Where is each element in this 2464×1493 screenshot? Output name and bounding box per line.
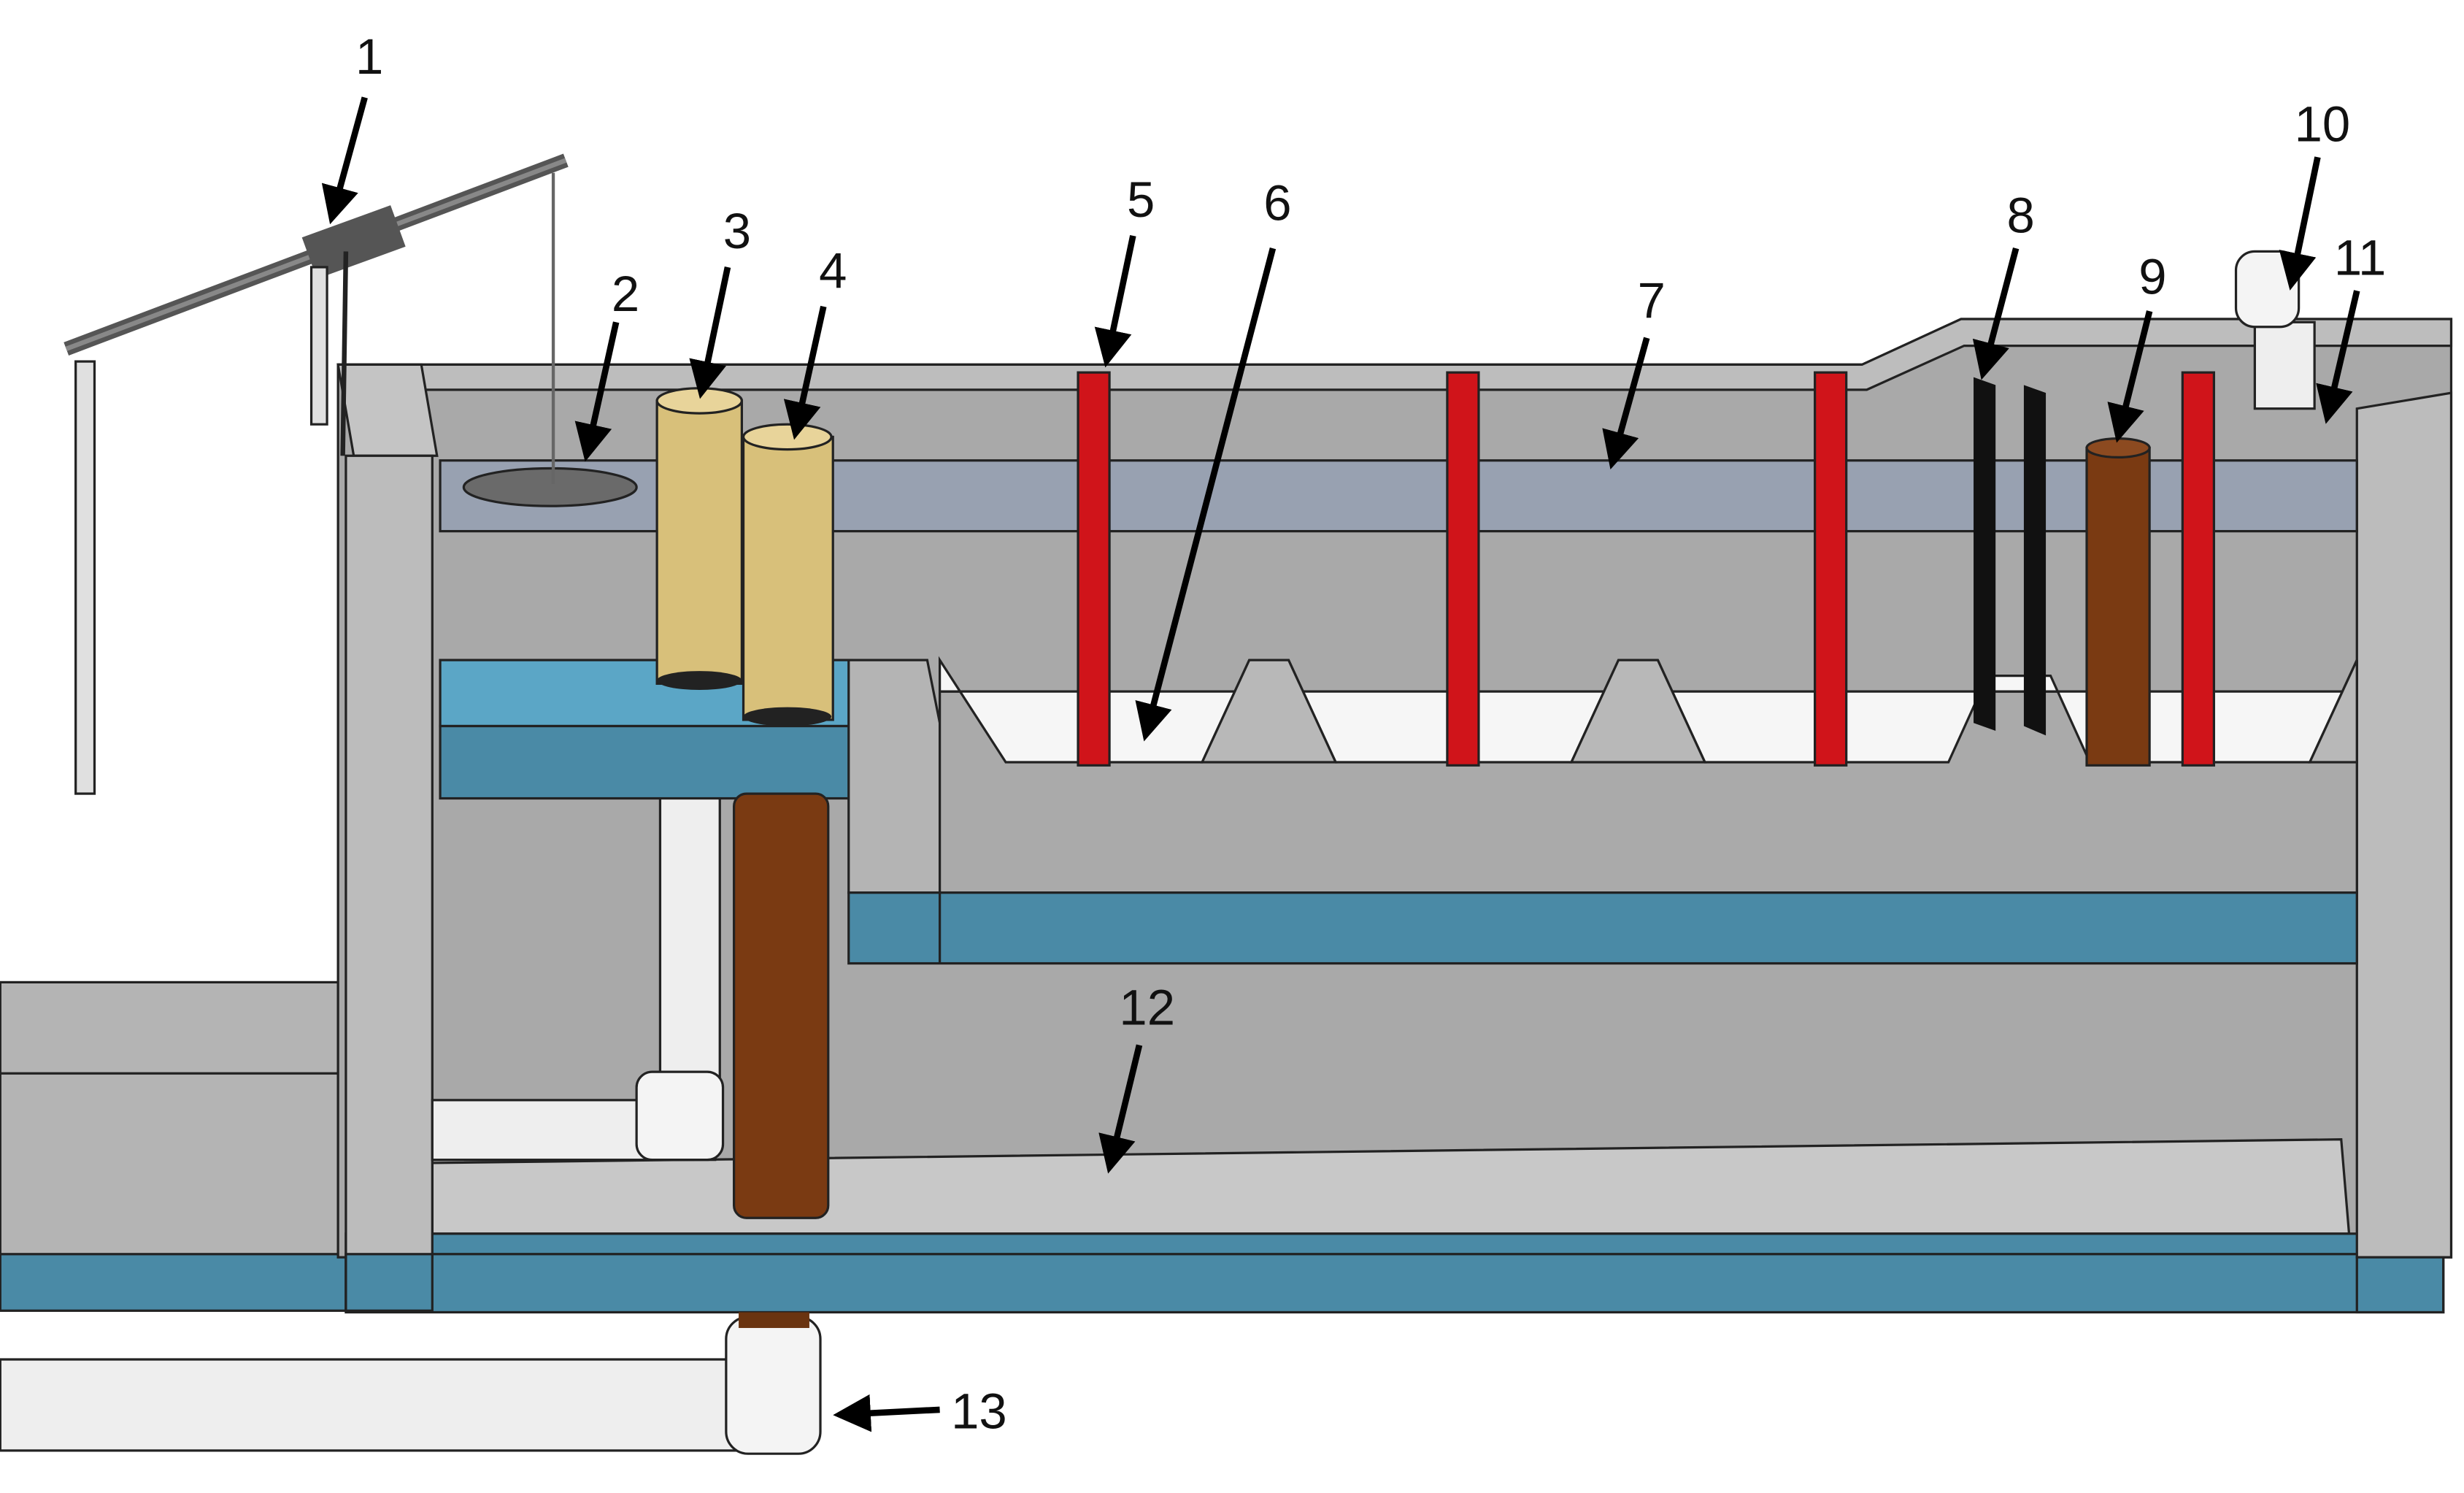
red-pipe <box>1077 371 1111 767</box>
label-11: 11 <box>2334 230 2387 286</box>
label-9: 9 <box>2138 249 2166 305</box>
label-10: 10 <box>2295 96 2351 153</box>
label-5: 5 <box>1127 172 1155 228</box>
right-wall <box>2355 391 2453 1314</box>
label-8: 8 <box>2006 188 2034 244</box>
gate-plates <box>1974 377 2047 736</box>
callouts: 1 2 3 4 5 6 7 8 9 10 11 12 13 <box>321 28 2387 1440</box>
red-pipe <box>1814 371 1848 767</box>
point-gauge-lever <box>63 153 569 795</box>
brown-inflow-pipe <box>733 792 830 1219</box>
label-1: 1 <box>355 28 383 85</box>
yellow-cylinder-4 <box>742 423 834 726</box>
base-blue-band <box>344 1232 2445 1314</box>
label-13: 13 <box>951 1383 1007 1440</box>
label-12: 12 <box>1119 980 1175 1036</box>
label-6: 6 <box>1263 174 1291 231</box>
red-pipe <box>1446 371 1480 767</box>
label-4: 4 <box>819 242 847 299</box>
riffle-trough <box>847 656 2358 965</box>
label-2: 2 <box>612 266 639 322</box>
left-platform <box>0 980 347 1312</box>
label-7: 7 <box>1638 272 1666 329</box>
label-3: 3 <box>723 203 751 259</box>
red-pipe <box>2181 371 2216 767</box>
disk-plate <box>462 467 638 507</box>
red-pipes <box>1077 371 2216 767</box>
white-pipe-network <box>431 792 725 1162</box>
brown-outlet-pipe <box>2085 437 2151 767</box>
left-wall <box>336 363 439 1312</box>
drain-pipe <box>0 1312 822 1455</box>
yellow-cylinder-3 <box>655 387 743 691</box>
back-wall-top <box>337 318 2453 391</box>
